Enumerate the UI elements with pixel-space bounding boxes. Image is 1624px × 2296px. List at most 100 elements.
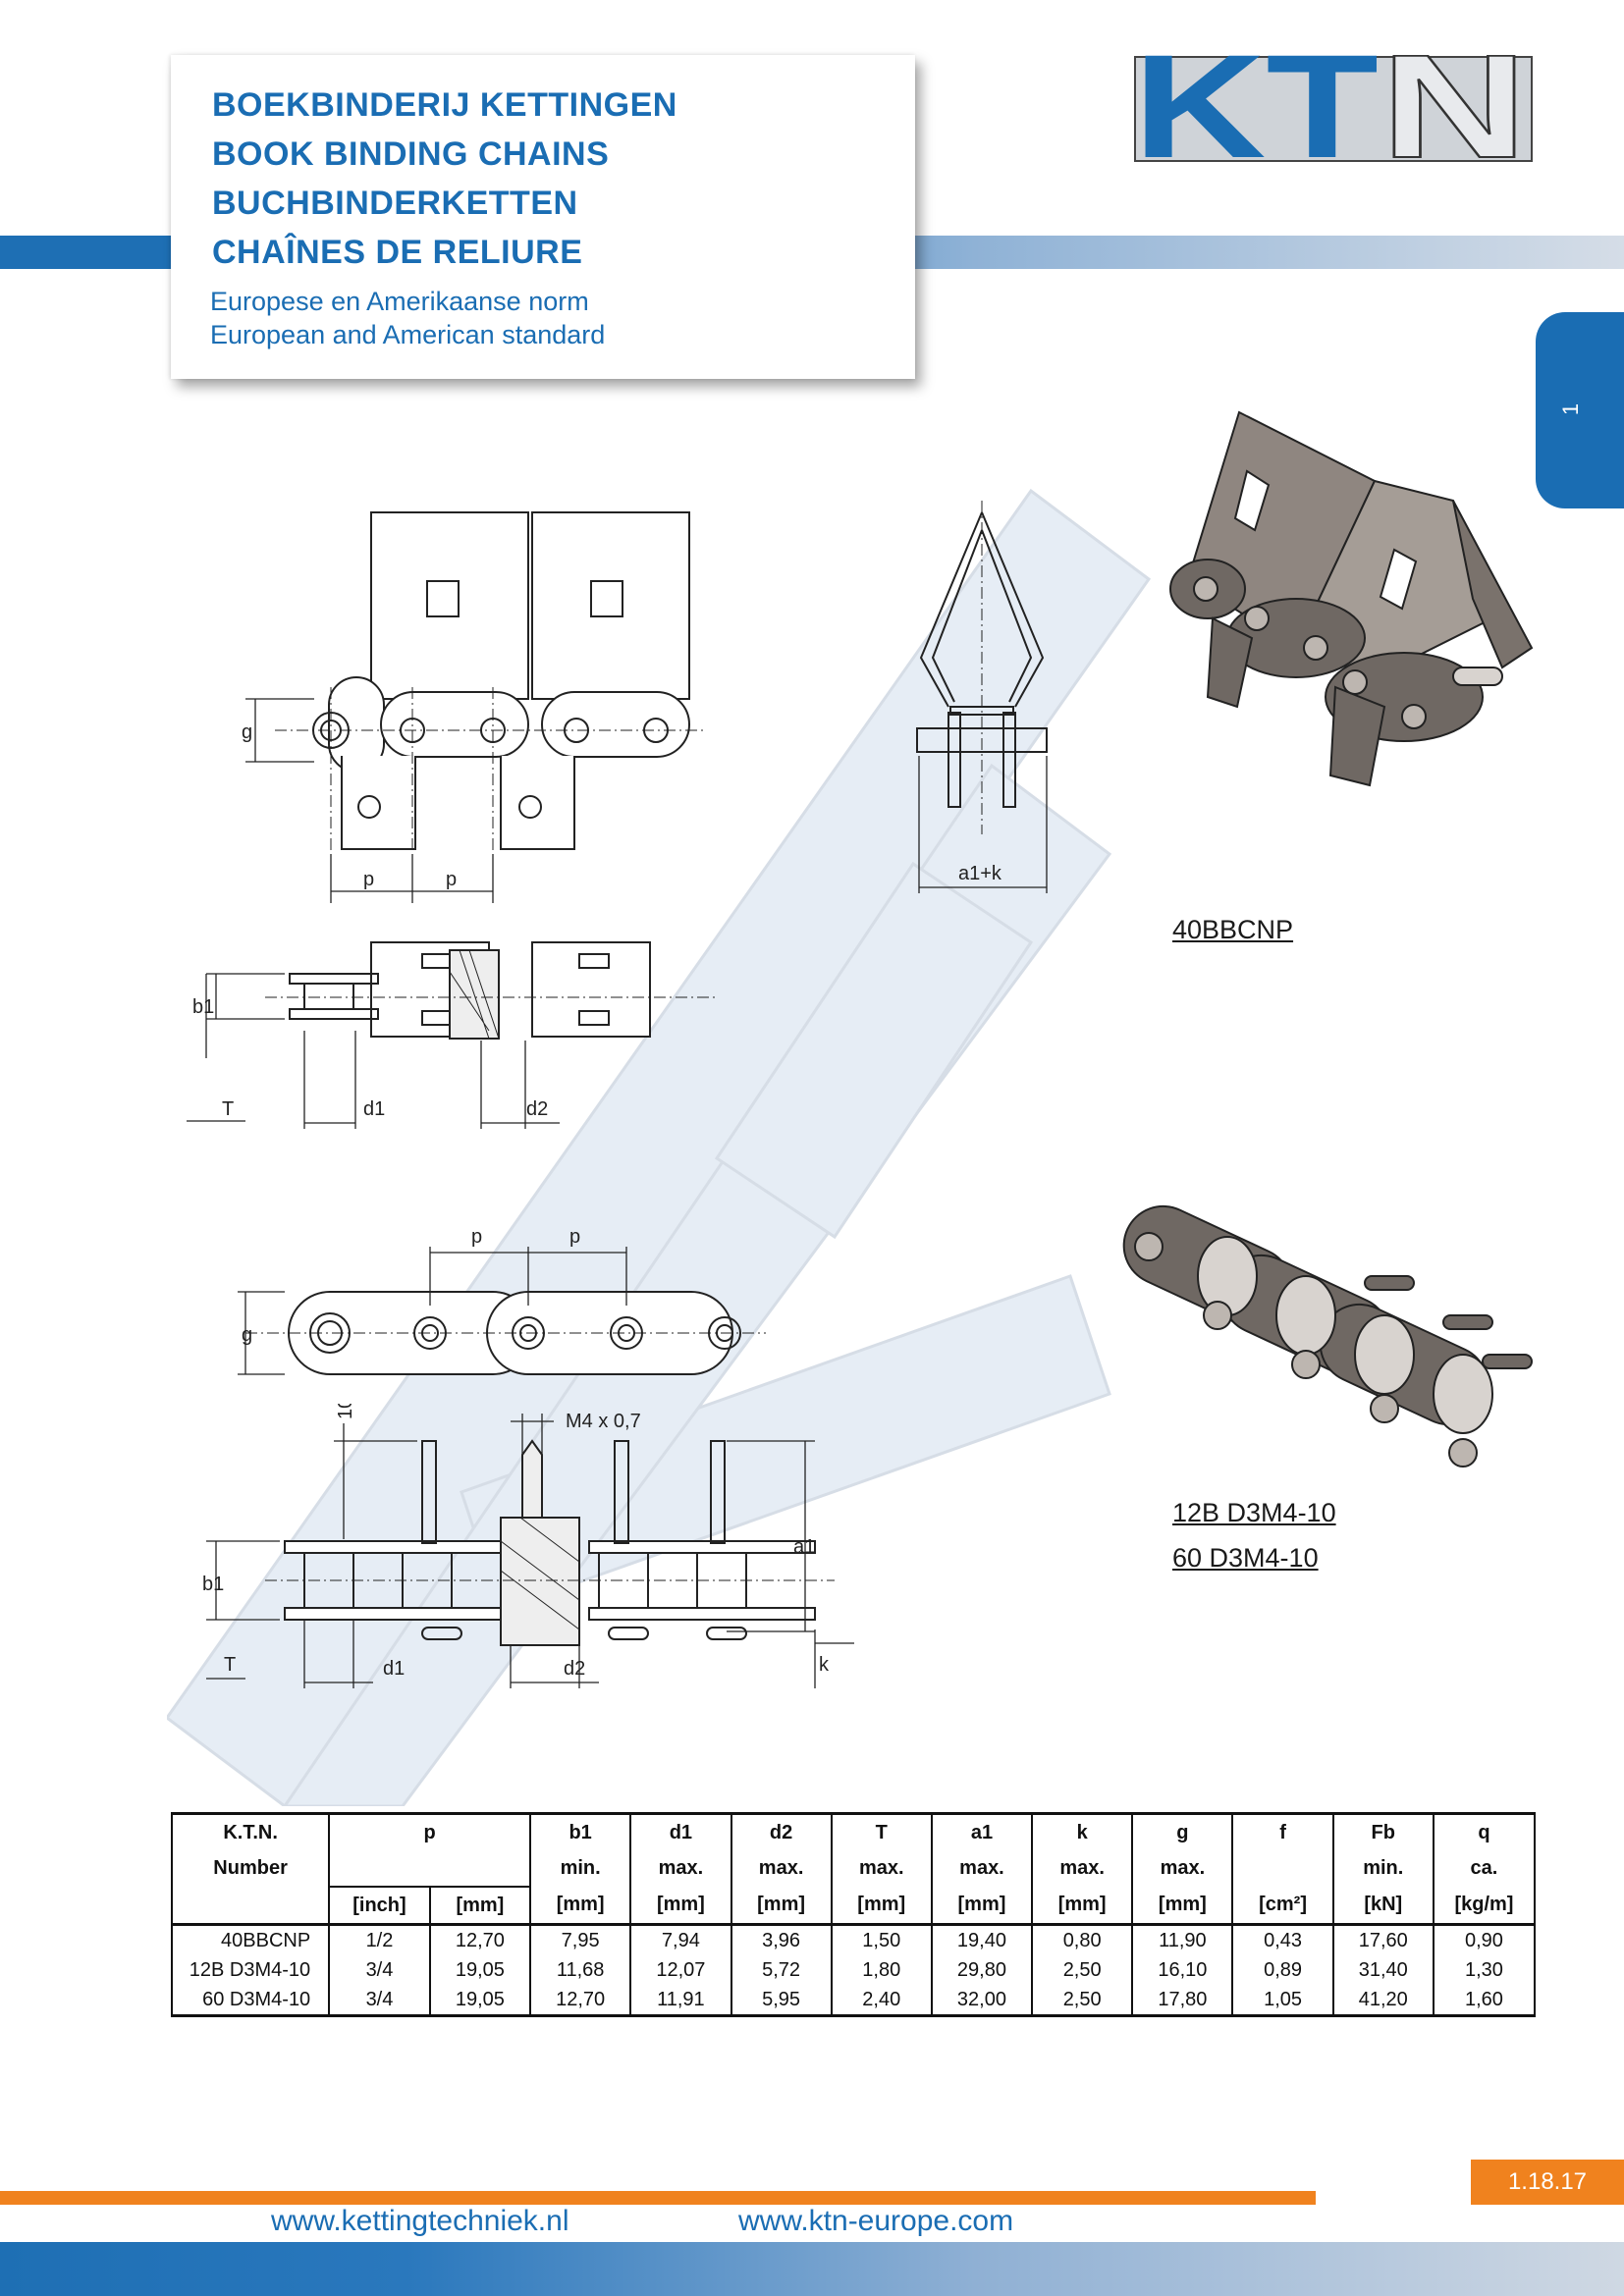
dim-b1-label: b1	[192, 996, 214, 1018]
title-de: BUCHBINDERKETTEN	[212, 185, 578, 222]
dim-p-label-4: p	[569, 1226, 580, 1248]
table-cell: 16,10	[1131, 1955, 1234, 1985]
col-subheader: max.	[930, 1850, 1034, 1887]
table-cell: 41,20	[1331, 1985, 1435, 2017]
render-40bbcnp	[1169, 410, 1534, 787]
table-cell: 19,05	[428, 1955, 532, 1985]
col-header-k: k	[1031, 1812, 1134, 1850]
table-cell: 60 D3M4-10	[170, 1985, 331, 2017]
table-header-row: K.T.N. p b1 d1 d2 T a1 k g f Fb q	[170, 1812, 1537, 1850]
table-cell: 17,60	[1331, 1924, 1435, 1955]
table-cell: 1,05	[1231, 1985, 1334, 2017]
col-header-d2: d2	[730, 1812, 833, 1850]
dim-d1-label: d1	[363, 1098, 385, 1120]
col-subheader: max.	[1131, 1850, 1234, 1887]
render-12b	[1122, 1204, 1533, 1468]
table-cell: 2,50	[1031, 1955, 1134, 1985]
table-cell: 12,70	[529, 1985, 632, 2017]
caption-60: 60 D3M4-10	[1172, 1543, 1319, 1573]
logo-kt-text: KT	[1133, 55, 1379, 165]
col-header-ktn: K.T.N.	[170, 1812, 331, 1850]
spec-table: K.T.N. p b1 d1 d2 T a1 k g f Fb q Number…	[170, 1812, 1537, 2017]
section-tab: 1	[1536, 312, 1624, 508]
unit-cell: [mm]	[1131, 1887, 1234, 1926]
table-cell: 3/4	[328, 1955, 431, 1985]
dim-b1-label-2: b1	[202, 1574, 224, 1595]
dim-p-label-2: p	[446, 869, 457, 890]
col-subheader: min.	[1331, 1850, 1435, 1887]
col-subheader: min.	[529, 1850, 632, 1887]
bottom-color-band	[0, 2242, 1624, 2296]
orange-divider	[0, 2191, 1316, 2205]
drawing-front-view-12b: p p g	[238, 1226, 766, 1375]
section-tab-label: 1	[1558, 402, 1584, 416]
subtitle-nl: Europese en Amerikaanse norm	[210, 287, 589, 316]
title-fr: CHAÎNES DE RELIURE	[212, 234, 583, 271]
table-cell: 5,95	[730, 1985, 833, 2017]
table-cell: 0,89	[1231, 1955, 1334, 1985]
table-cell: 29,80	[930, 1955, 1034, 1985]
table-cell: 12,70	[428, 1924, 532, 1955]
table-cell: 3/4	[328, 1985, 431, 2017]
dim-t-label: T	[222, 1098, 234, 1120]
col-header-b1: b1	[529, 1812, 632, 1850]
unit-cell: [mm]	[930, 1887, 1034, 1926]
table-cell: 7,94	[629, 1924, 732, 1955]
col-header-g: g	[1131, 1812, 1234, 1850]
unit-cell	[170, 1887, 331, 1926]
logo-n-text: N	[1380, 55, 1528, 165]
col-subheader: ca.	[1432, 1850, 1537, 1887]
dim-k-label: k	[819, 1654, 830, 1676]
drawing-top-view-12b: M4 x 0,7 10 a1 b1 T d1 d2 k	[202, 1404, 854, 1688]
table-cell: 3,96	[730, 1924, 833, 1955]
title-en: BOOK BINDING CHAINS	[212, 135, 610, 173]
dim-g-label: g	[242, 721, 252, 743]
table-cell: 31,40	[1331, 1955, 1435, 1985]
col-header-q: q	[1432, 1812, 1537, 1850]
table-cell: 1,80	[830, 1955, 933, 1985]
col-subheader: max.	[1031, 1850, 1134, 1887]
unit-cell: [kg/m]	[1432, 1887, 1537, 1926]
table-cell: 0,43	[1231, 1924, 1334, 1955]
table-cell: 12,07	[629, 1955, 732, 1985]
link-ktn-europe[interactable]: www.ktn-europe.com	[738, 2205, 1014, 2237]
drawing-top-view-40bbcnp: b1 T d1 d2	[187, 941, 717, 1129]
unit-cell: [mm]	[529, 1887, 632, 1926]
col-header-t: T	[830, 1812, 933, 1850]
table-cell: 11,90	[1131, 1924, 1234, 1955]
table-cell: 5,72	[730, 1955, 833, 1985]
caption-12b: 12B D3M4-10	[1172, 1498, 1336, 1527]
caption-40bbcnp: 40BBCNP	[1172, 915, 1294, 944]
table-cell: 1,60	[1432, 1985, 1537, 2017]
table-header-row: Number min. max. max. max. max. max. max…	[170, 1850, 1537, 1887]
unit-cell: [cm²]	[1231, 1887, 1334, 1926]
page-number: 1.18.17	[1471, 2160, 1624, 2205]
dim-a1-label: a1	[793, 1536, 815, 1558]
col-subheader: max.	[730, 1850, 833, 1887]
dim-d1-label-2: d1	[383, 1658, 405, 1680]
table-cell: 32,00	[930, 1985, 1034, 2017]
drawing-front-view-40bbcnp: g p p	[242, 511, 707, 903]
dim-m4-label: M4 x 0,7	[566, 1411, 641, 1432]
table-cell: 0,80	[1031, 1924, 1134, 1955]
table-cell: 11,91	[629, 1985, 732, 2017]
col-subheader: max.	[629, 1850, 732, 1887]
dim-d2-label-2: d2	[564, 1658, 585, 1680]
unit-cell: [inch]	[328, 1886, 431, 1926]
unit-cell: [kN]	[1331, 1887, 1435, 1926]
table-cell: 1/2	[328, 1924, 431, 1955]
dim-t-label-2: T	[224, 1654, 236, 1676]
table-cell: 11,68	[529, 1955, 632, 1985]
table-cell: 1,30	[1432, 1955, 1537, 1985]
unit-cell: [mm]	[428, 1886, 532, 1926]
link-kettingtechniek[interactable]: www.kettingtechniek.nl	[271, 2205, 569, 2237]
table-cell: 2,40	[830, 1985, 933, 2017]
col-header-p: p	[328, 1812, 532, 1850]
dim-g-label-2: g	[242, 1324, 252, 1346]
dim-p-label-1: p	[363, 869, 374, 890]
dim-p-label-3: p	[471, 1226, 482, 1248]
col-header-f: f	[1231, 1812, 1334, 1850]
col-subheader: Number	[170, 1850, 331, 1887]
